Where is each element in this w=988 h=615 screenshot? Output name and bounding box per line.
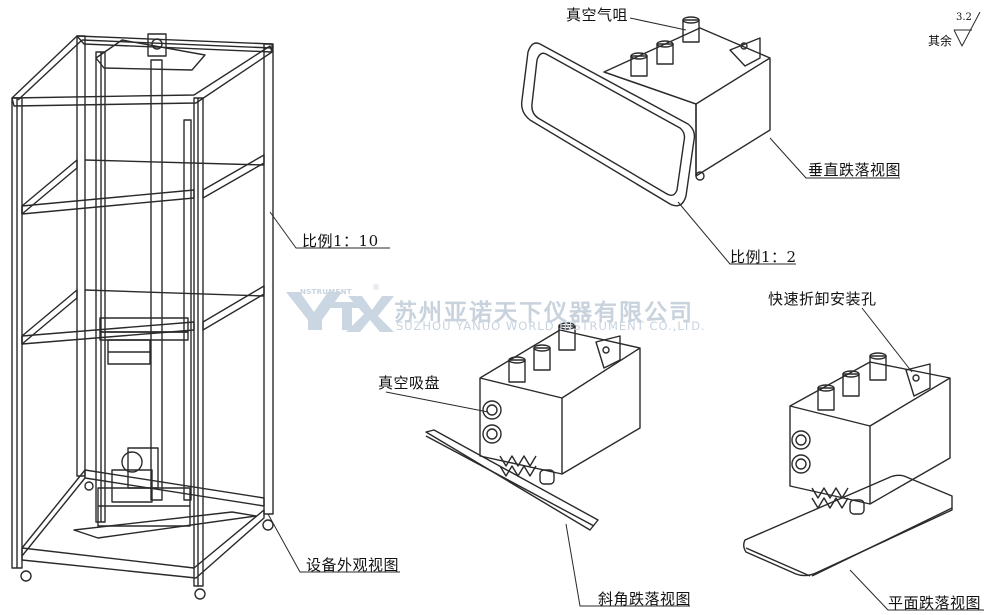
angle-drop-suction-head xyxy=(425,322,641,531)
label-flat-drop-view: 平面跌落视图 xyxy=(888,594,982,612)
label-vacuum-nozzle: 真空气咀 xyxy=(566,6,629,24)
roughness-value: 3.2 xyxy=(956,12,972,23)
logo-instrument-text: NSTRUMENT xyxy=(300,288,352,296)
roughness-note: 其余 xyxy=(928,34,953,48)
roughness-symbol xyxy=(953,11,981,47)
company-name-cn: 苏州亚诺天下仪器有限公司 xyxy=(394,300,694,326)
label-equipment-view: 设备外观视图 xyxy=(306,556,400,574)
label-scale-1-2: 比例1：2 xyxy=(730,248,797,266)
logo-registered-mark: ® xyxy=(372,283,380,292)
flat-drop-suction-head xyxy=(743,352,953,577)
vertical-drop-suction-head xyxy=(520,16,771,207)
vacuum-cup-fittings xyxy=(482,400,502,444)
vacuum-nozzle-fittings xyxy=(630,16,700,77)
leader-lines xyxy=(267,17,984,611)
label-vertical-drop-view: 垂直跌落视图 xyxy=(808,161,902,179)
company-name-en: SUZHOU YANUO WORLD INSTRUMENT CO.,LTD. xyxy=(396,319,706,333)
label-quick-mount-hole: 快速折卸安装孔 xyxy=(768,290,877,308)
equipment-frame xyxy=(11,33,274,600)
label-angle-drop-view: 斜角跌落视图 xyxy=(598,590,692,608)
label-scale-1-10: 比例1：10 xyxy=(302,232,379,250)
company-logo xyxy=(286,292,394,332)
label-vacuum-cup: 真空吸盘 xyxy=(378,374,441,392)
